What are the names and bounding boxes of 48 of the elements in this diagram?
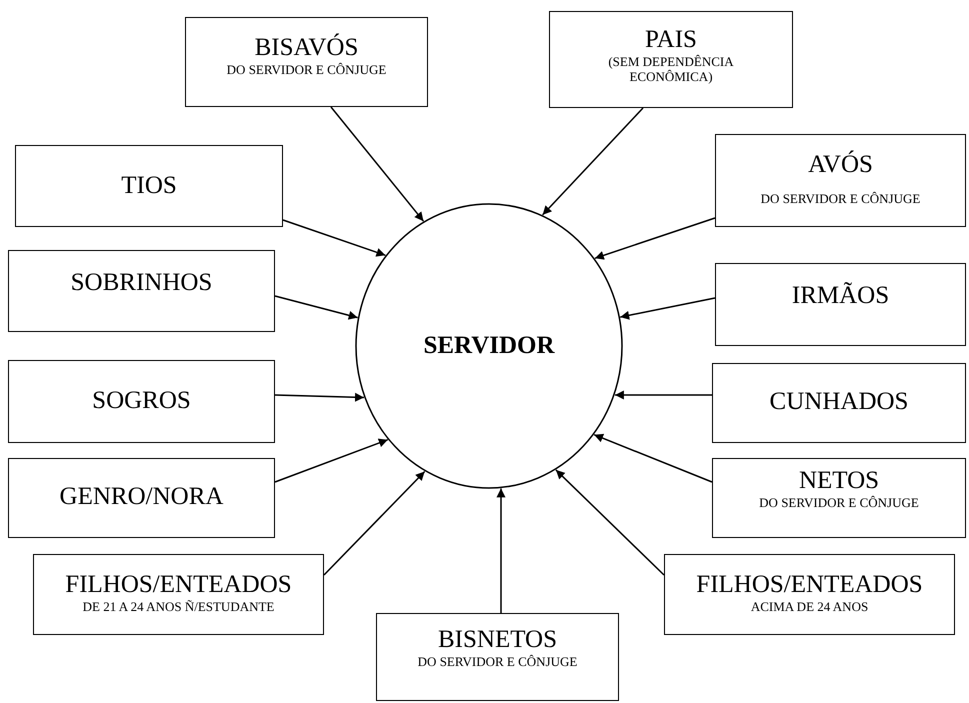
relative-title: SOGROS [92,387,191,414]
relative-title: SERVIDOR [423,332,555,360]
relative-box [549,11,793,108]
arrow [555,469,665,576]
relative-note: DE 21 A 24 ANOS Ñ/ESTUDANTE [82,598,276,614]
relative-note: DO SERVIDOR E CÔNJUGE [760,190,922,206]
arrow [542,107,644,216]
relative-box [8,458,275,538]
relative-title: TIOS [121,172,177,200]
arrow [274,392,364,402]
relative-box [715,263,966,346]
relative-title: BISNETOS [438,626,557,654]
relative-box [376,613,619,701]
relative-title: FILHOS/ENTEADOS [65,571,292,598]
relative-title: BISAVÓS [254,34,358,62]
arrow [330,106,424,222]
relative-title: IRMÃOS [792,282,890,310]
arrow [594,434,712,483]
relative-note: ACIMA DE 24 ANOS [750,598,870,614]
relative-title: SOBRINHOS [70,269,212,296]
relative-box [15,145,283,227]
relative-title: NETOS [798,467,880,494]
arrow [274,295,358,320]
arrow [282,219,386,257]
relative-box [715,134,966,227]
relative-box [185,17,428,107]
arrow [594,217,716,260]
arrow [614,390,712,400]
relative-note: DO SERVIDOR E CÔNJUGE [758,494,920,510]
relative-title: AVÓS [808,151,873,178]
relative-title: PAIS [645,26,697,54]
relative-box [8,360,275,443]
relative-box [712,458,966,538]
relative-title: FILHOS/ENTEADOS [696,571,923,598]
relative-note: (SEM DEPENDÊNCIA ECONÔMICA) [607,54,735,85]
relative-box [664,554,955,635]
arrow [496,488,506,613]
relative-box [712,363,966,443]
circle-node [355,203,623,489]
relative-title: GENRO/NORA [60,483,224,510]
relative-note: DO SERVIDOR E CÔNJUGE [226,62,388,78]
relative-note: DO SERVIDOR E CÔNJUGE [416,654,578,670]
relative-title: CUNHADOS [770,388,908,416]
arrow [620,297,716,320]
relative-box [33,554,324,635]
arrow [274,438,388,483]
relative-box [8,250,275,332]
arrow [323,470,426,576]
